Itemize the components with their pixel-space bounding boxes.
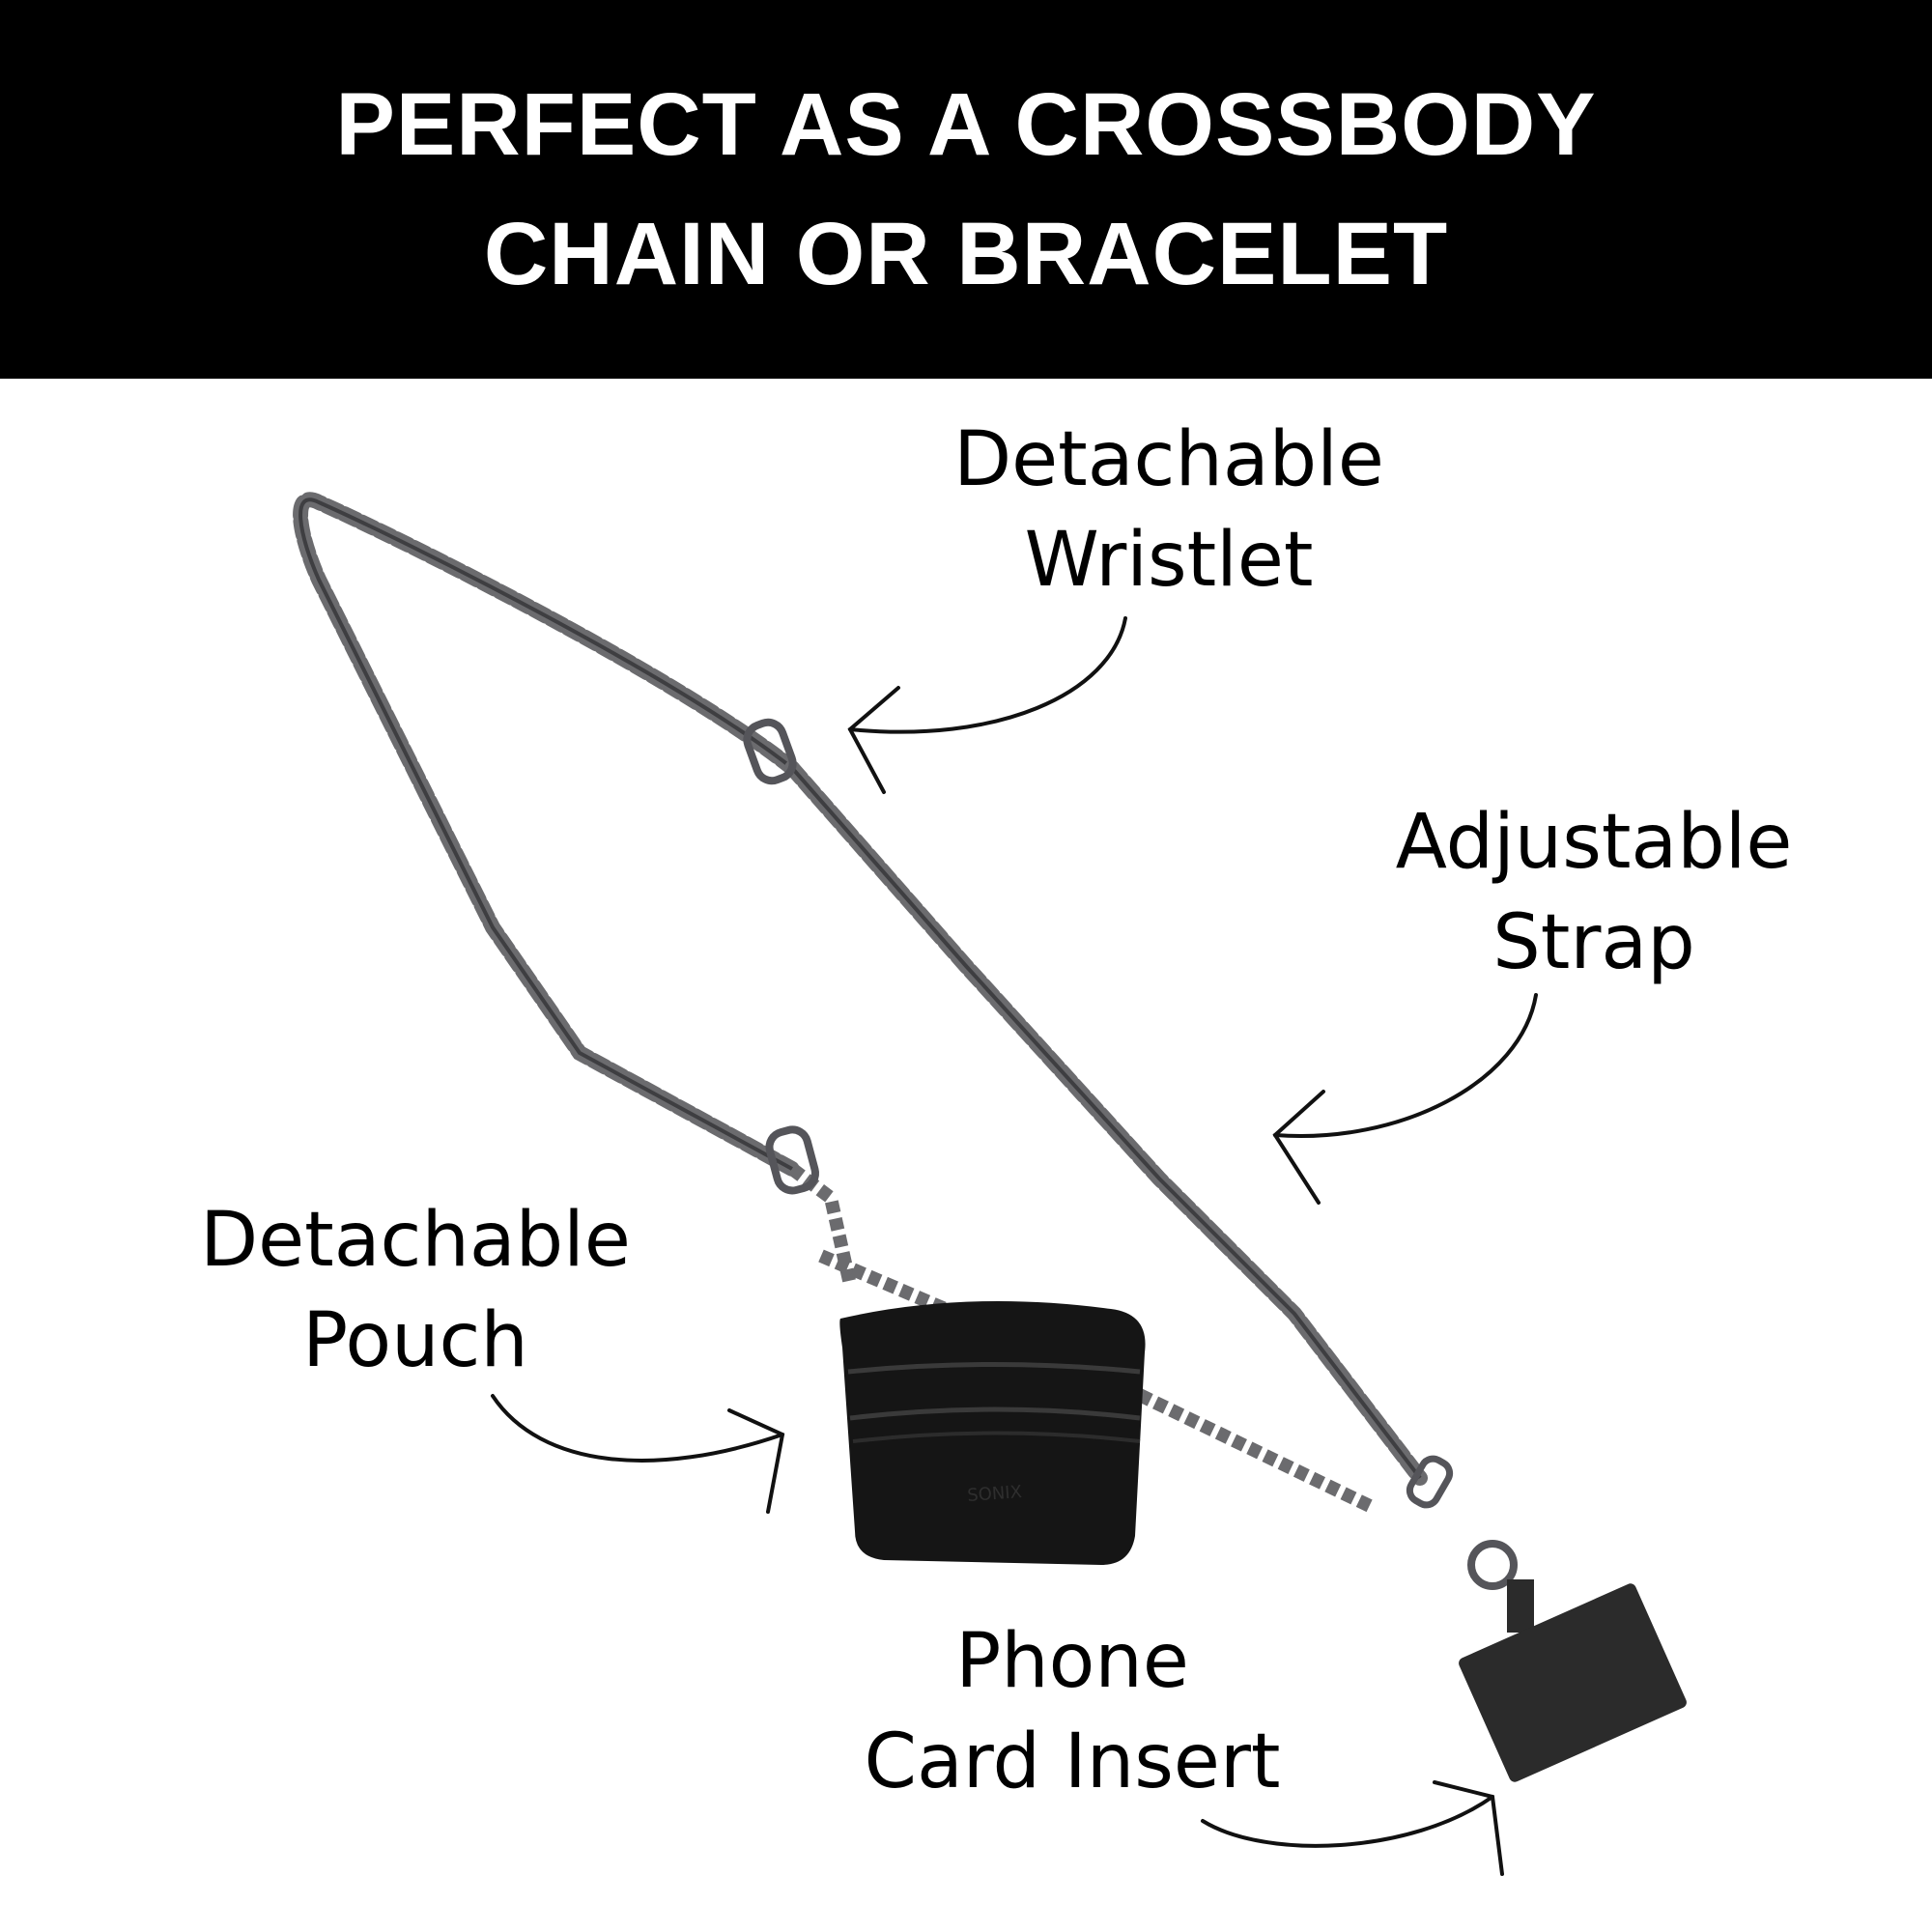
- label-detachable-pouch: Detachable Pouch: [116, 1190, 715, 1391]
- strap-clasp: [1406, 1455, 1518, 1590]
- label-phone-line-2: Card Insert: [864, 1719, 1281, 1805]
- phone-card-insert: [1459, 1579, 1687, 1782]
- pouch-brand-text: SONIX: [967, 1482, 1023, 1506]
- label-phone-card-insert: Phone Card Insert: [773, 1611, 1372, 1812]
- label-pouch-line-2: Pouch: [302, 1297, 528, 1384]
- label-detachable-wristlet: Detachable Wristlet: [869, 410, 1468, 611]
- banner-title-line-1: PERFECT AS A CROSSBODY: [335, 75, 1597, 174]
- upper-clasp: [743, 718, 797, 785]
- pouch-arrow: [491, 1394, 785, 1514]
- label-phone-line-1: Phone: [955, 1618, 1189, 1705]
- strap-arrow: [1272, 993, 1538, 1205]
- wristlet-arrow: [847, 616, 1127, 794]
- banner-title-line-2: CHAIN OR BRACELET: [483, 205, 1449, 303]
- header-banner: PERFECT AS A CROSSBODY CHAIN OR BRACELET: [0, 0, 1932, 379]
- label-wristlet-line-1: Detachable: [953, 416, 1384, 503]
- lower-clasp: [765, 1125, 820, 1195]
- label-wristlet-line-2: Wristlet: [1024, 517, 1314, 604]
- label-adjustable-strap: Adjustable Strap: [1323, 792, 1864, 993]
- wristlet-chain: [293, 492, 800, 1177]
- pouch: SONIX: [839, 1301, 1146, 1565]
- label-strap-line-1: Adjustable: [1395, 799, 1793, 886]
- phone-arrow: [1201, 1780, 1504, 1876]
- label-strap-line-2: Strap: [1492, 899, 1695, 986]
- label-pouch-line-1: Detachable: [200, 1197, 631, 1284]
